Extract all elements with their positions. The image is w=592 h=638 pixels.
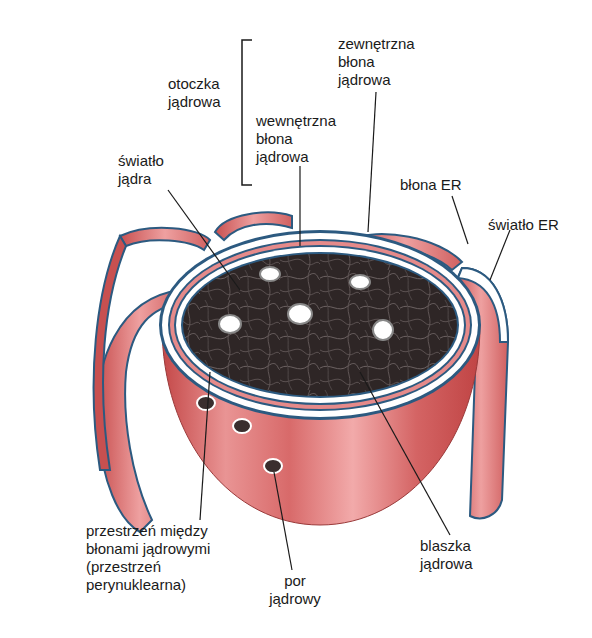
nucleus-lumen-label: światło jądra (118, 152, 184, 188)
outer-membrane-label: zewnętrzna błona jądrowa (338, 35, 422, 89)
perinuclear-space-label: przestrzeń między błonami jądrowymi (prz… (86, 522, 254, 594)
inner-membrane-label: wewnętrzna błona jądrowa (256, 112, 342, 166)
envelope-label: otoczka jądrowa (168, 75, 238, 111)
er-lumen-label: światło ER (488, 216, 588, 234)
er-membrane-label: błona ER (400, 176, 490, 194)
lamina-label: blaszka jądrowa (420, 537, 498, 573)
pore-label: por jądrowy (262, 572, 328, 608)
